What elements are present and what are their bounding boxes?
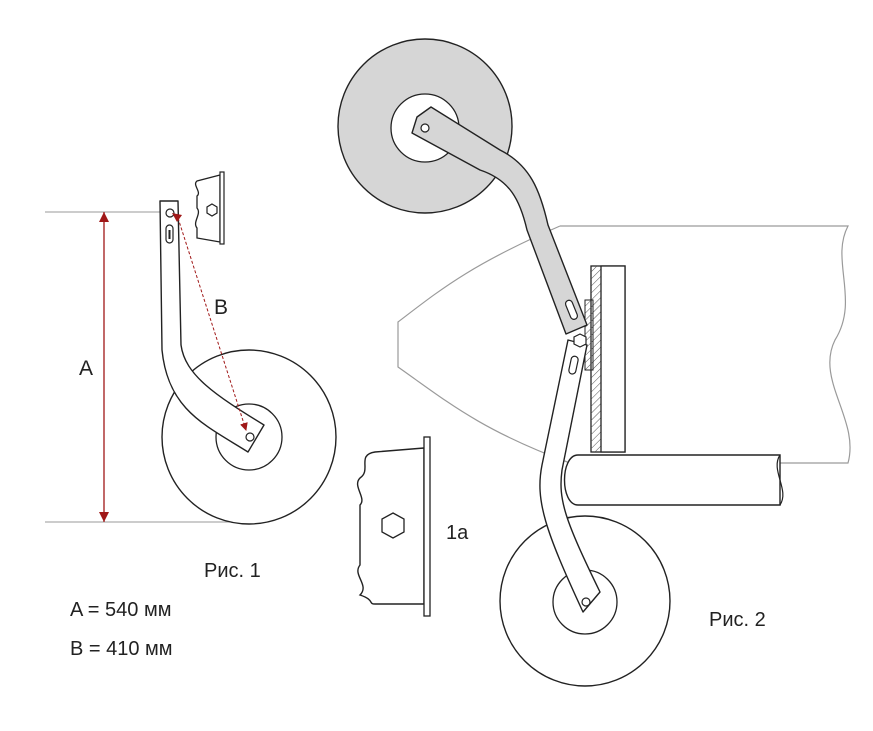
raised-leg-slot <box>564 299 578 320</box>
leg-bar <box>159 200 265 453</box>
dimension-a-label: A <box>79 357 94 380</box>
mounting-plate-small <box>194 171 225 245</box>
bolt-hex-icon <box>206 203 218 217</box>
dimension-b-arrow-top <box>172 213 182 222</box>
machine-body-outline <box>397 225 851 464</box>
figure-2-caption: Рис. 2 <box>709 609 766 631</box>
value-a-text: A = 540 мм <box>70 599 172 621</box>
pivot-bolt-hex-icon <box>573 333 587 348</box>
deployed-leg-axle-hole <box>581 597 591 607</box>
frame-tube <box>563 454 781 506</box>
figure-1 <box>45 171 337 525</box>
raised-leg-axle-hole <box>420 123 430 133</box>
value-b-text: B = 410 мм <box>70 638 173 660</box>
leg-axle-hole <box>245 432 255 442</box>
bolt-hex-large-icon <box>381 512 405 539</box>
dimension-a-arrow-top <box>99 212 109 222</box>
leg-slot-inner <box>168 230 171 239</box>
dimension-b-label: B <box>214 296 229 319</box>
part-1a-label: 1a <box>446 522 469 544</box>
figure-2 <box>337 38 851 687</box>
leg-top-hole <box>165 208 175 218</box>
mounting-plate-large <box>356 436 431 617</box>
dimension-b-line <box>177 217 248 431</box>
deployed-leg-slot <box>568 355 579 375</box>
figure-1-caption: Рис. 1 <box>204 560 261 582</box>
dimension-a-arrow-bottom <box>99 512 109 522</box>
deployed-leg-bar <box>539 339 601 613</box>
